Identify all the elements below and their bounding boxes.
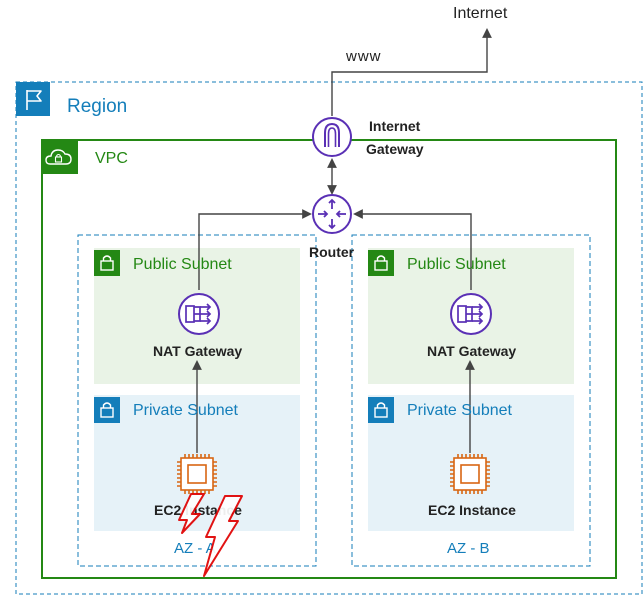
vpc-label: VPC	[95, 150, 128, 167]
nat-a-to-router-arrow	[198, 209, 312, 290]
nat-gateway-icon	[178, 293, 220, 335]
ec2-b-label: EC2 Instance	[428, 502, 516, 518]
lock-icon	[368, 250, 394, 276]
lock-icon	[94, 250, 120, 276]
public-subnet-b-label: Public Subnet	[407, 256, 506, 273]
router-label: Router	[309, 244, 355, 260]
region-label: Region	[67, 96, 128, 117]
public-subnet-a-label: Public Subnet	[133, 256, 232, 273]
nat-b-to-router-arrow	[353, 209, 472, 290]
www-label: www	[346, 48, 382, 65]
ec2-a-label: EC2 Instance	[154, 502, 242, 518]
cloud-lock-icon	[42, 140, 78, 174]
internet-gateway-label-line2: Gateway	[366, 141, 424, 157]
chip-icon	[450, 454, 490, 494]
flag-icon	[16, 82, 50, 116]
nat-gateway-b-label: NAT Gateway	[427, 343, 517, 359]
internet-gateway-icon	[312, 117, 352, 157]
region-boundary	[15, 81, 643, 595]
internet-gateway-label-line1: Internet	[369, 118, 421, 134]
igw-to-internet-arrow	[331, 28, 492, 116]
internet-label: Internet	[453, 5, 508, 22]
az-a-label: AZ - A	[174, 540, 216, 557]
az-a-boundary	[77, 234, 317, 567]
private-subnet-a-label: Private Subnet	[133, 402, 238, 419]
router-icon	[312, 194, 352, 234]
nat-gateway-a-label: NAT Gateway	[153, 343, 243, 359]
lock-icon	[94, 397, 120, 423]
chip-icon	[177, 454, 217, 494]
az-b-label: AZ - B	[447, 540, 490, 557]
nat-gateway-icon	[450, 293, 492, 335]
lock-icon	[368, 397, 394, 423]
az-b-boundary	[351, 234, 591, 567]
private-subnet-b-label: Private Subnet	[407, 402, 512, 419]
